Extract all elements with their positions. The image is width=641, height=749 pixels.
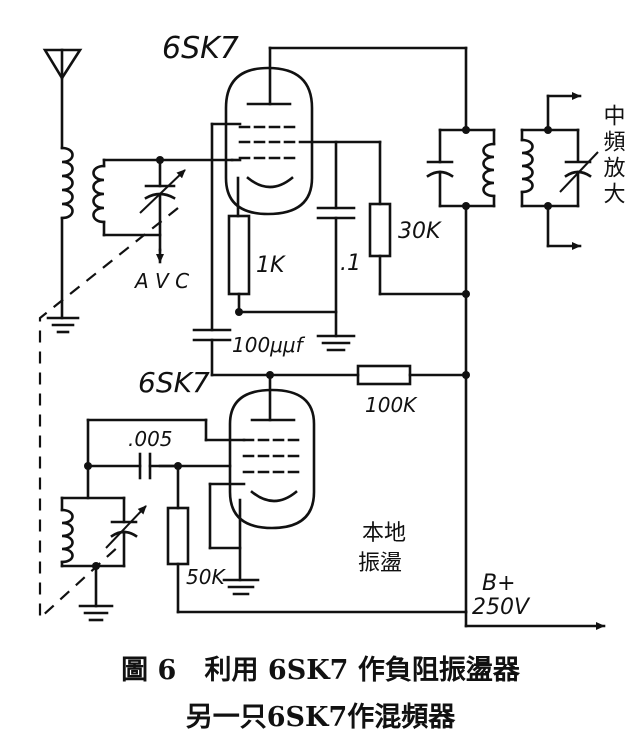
local-oscillator-label-line1: 本地	[362, 521, 406, 546]
upper-tube	[224, 46, 314, 216]
b-plus-label: B+	[482, 571, 516, 596]
input-secondary-coil	[92, 158, 234, 237]
ground-symbol	[316, 334, 356, 352]
b-plus-voltage: 250V	[472, 595, 531, 620]
caption-line1: 圖 6 利用 6SK7 作負阻振盪器	[121, 655, 520, 686]
local-oscillator-label-line2: 振盪	[358, 551, 402, 576]
lower-tube-wiring	[86, 418, 246, 582]
b-plus-supply-terminal	[464, 610, 606, 630]
antenna-symbol	[42, 48, 83, 150]
cathode-resistor-1k	[227, 214, 338, 314]
if-transformer-secondary	[520, 92, 599, 250]
caption-line2: 另一只6SK7作混頻器	[185, 702, 456, 733]
screen-bypass-capacitor	[316, 140, 356, 338]
oscillator-tank-circuit	[60, 418, 147, 608]
coupling-capacitor-100uuf	[192, 328, 360, 377]
if-transformer-primary	[426, 128, 496, 614]
grid-capacitor-label: .005	[128, 427, 173, 451]
grid-capacitor-005	[84, 452, 182, 480]
grid-resistor-label: 50K	[186, 565, 226, 589]
lower-tube-label: 6SK7	[138, 366, 210, 399]
screen-resistor-label: 30K	[398, 219, 442, 244]
input-tuning-capacitor	[139, 158, 186, 264]
ground-symbol	[78, 604, 114, 622]
plate-resistor-100k	[356, 364, 468, 386]
upper-tube-wiring	[210, 46, 468, 332]
cathode-resistor-label: 1K	[256, 253, 286, 278]
screen-resistor-30k	[368, 202, 468, 296]
if-amplifier-label: 中頻放大	[600, 104, 626, 208]
coupling-capacitor-label: 100μμf	[232, 333, 306, 357]
avc-label: A V C	[133, 269, 189, 293]
bypass-capacitor-label: .1	[340, 251, 361, 276]
ground-symbol	[46, 316, 80, 334]
grid-resistor-50k	[166, 464, 468, 614]
ground-symbol	[222, 578, 260, 596]
plate-resistor-label: 100K	[365, 393, 418, 417]
gang-tuning-dashed-link	[38, 207, 179, 621]
lower-tube	[228, 373, 316, 530]
upper-tube-label: 6SK7	[162, 31, 239, 66]
